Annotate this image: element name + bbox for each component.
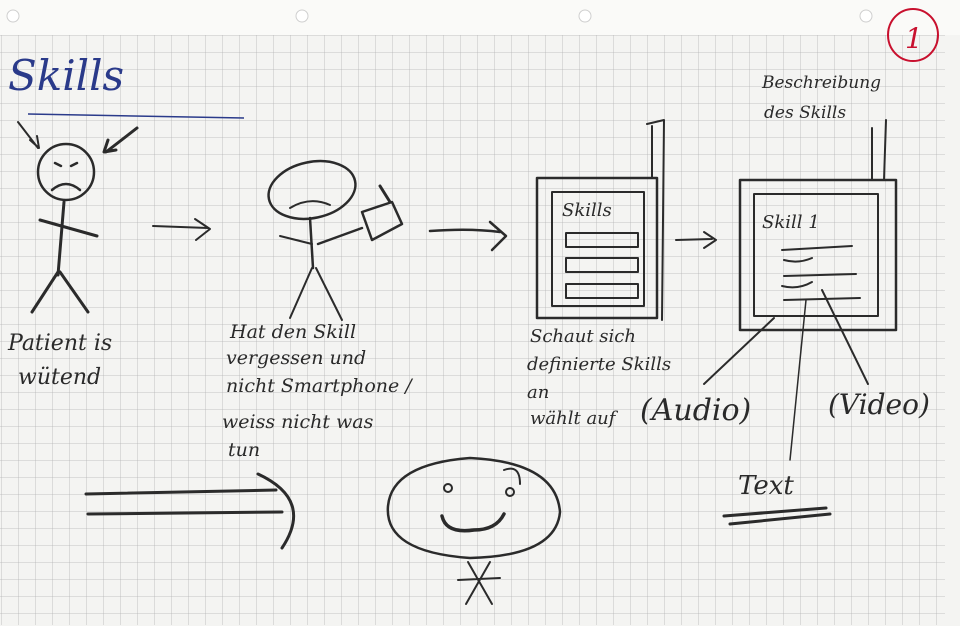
arrow-right-icon bbox=[675, 231, 717, 249]
screen-label: Skills bbox=[562, 200, 612, 221]
annotation-description: Beschreibung des Skills bbox=[761, 73, 881, 123]
annotation-video: (Video) bbox=[828, 388, 930, 421]
pointer-line-text bbox=[789, 299, 807, 461]
binder-hole bbox=[295, 9, 309, 23]
title-underline bbox=[27, 113, 245, 119]
paper-top-margin bbox=[0, 0, 960, 35]
binder-hole bbox=[578, 9, 592, 23]
step3-caption: Schaut sich definierte Skills an wählt a… bbox=[527, 326, 671, 429]
pointer-line-video bbox=[821, 289, 869, 385]
page-title: Skills bbox=[8, 51, 124, 100]
caption-line: nicht Smartphone / bbox=[226, 375, 413, 397]
caption-line: vergessen und bbox=[226, 347, 366, 369]
caption-line: Hat den Skill bbox=[229, 321, 356, 343]
confused-patient-figure bbox=[267, 159, 404, 321]
binder-hole bbox=[859, 9, 873, 23]
step2-caption: Hat den Skill vergessen und nicht Smartp… bbox=[222, 321, 413, 461]
annotation-text: Text bbox=[738, 471, 794, 501]
skill-detail-screen: Skill 1 bbox=[738, 119, 898, 332]
annotation-line: Beschreibung bbox=[761, 73, 881, 93]
big-arrow-icon bbox=[84, 472, 296, 550]
arrow-right-icon bbox=[152, 218, 211, 241]
step1-caption: Patient is wütend bbox=[7, 331, 112, 390]
caption-line: Schaut sich bbox=[530, 326, 636, 347]
pointer-line-audio bbox=[703, 317, 775, 385]
caption-line: an bbox=[527, 382, 549, 403]
skills-list-screen: Skills bbox=[535, 119, 665, 321]
caption-line: Patient is bbox=[7, 331, 112, 356]
caption-line: wählt auf bbox=[530, 408, 619, 429]
caption-line: definierte Skills bbox=[527, 354, 671, 375]
arrow-right-icon bbox=[428, 220, 508, 252]
caption-line: tun bbox=[228, 439, 260, 461]
text-underline bbox=[722, 506, 832, 526]
angry-patient-figure bbox=[17, 121, 139, 314]
annotation-audio: (Audio) bbox=[640, 393, 751, 428]
caption-line: wütend bbox=[18, 365, 101, 390]
happy-face-icon bbox=[386, 456, 562, 605]
page-number: 1 bbox=[905, 22, 923, 55]
page-number-circle bbox=[887, 8, 939, 62]
caption-line: weiss nicht was bbox=[222, 411, 374, 433]
screen-label: Skill 1 bbox=[762, 212, 820, 233]
binder-hole bbox=[6, 9, 20, 23]
annotation-line: des Skills bbox=[764, 103, 846, 123]
